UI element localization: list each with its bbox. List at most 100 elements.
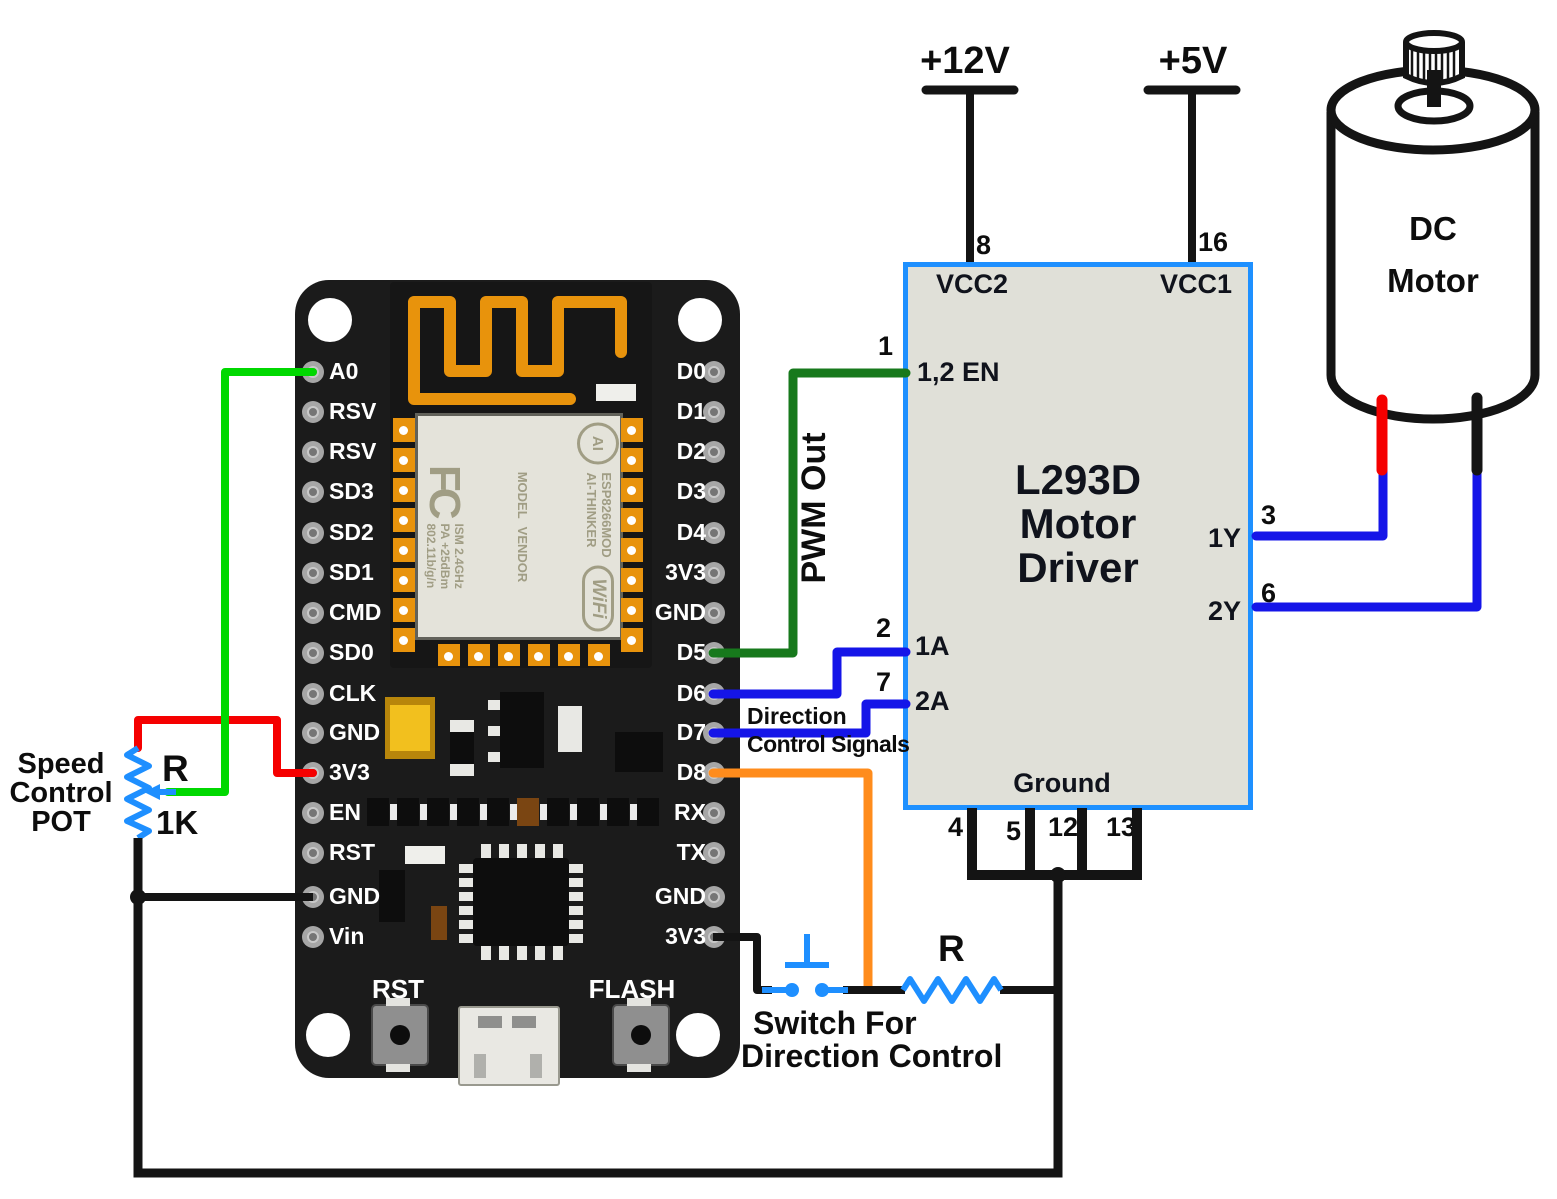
wire-a0-pot-wiper xyxy=(164,368,317,796)
smd-component xyxy=(558,706,582,752)
smd-pad xyxy=(570,804,580,820)
module-pad xyxy=(621,448,643,472)
chip-pin xyxy=(517,946,527,960)
chip-pin xyxy=(499,844,509,858)
smd-resistor xyxy=(397,798,419,826)
rst-button-cap xyxy=(390,1025,410,1045)
pin-number-6: 6 xyxy=(1261,578,1277,608)
chip-pin xyxy=(569,934,583,943)
pin-hole-left-a0 xyxy=(302,361,324,383)
chip-pin xyxy=(535,844,545,858)
switch-contact xyxy=(815,983,829,997)
module-pad xyxy=(498,644,520,666)
esp8266-shield: AI ESP8266MOD AI-THINKER WiFi MODEL VEND… xyxy=(415,413,623,640)
chip-pin xyxy=(569,892,583,901)
driver-title-line1: L293D xyxy=(1014,456,1142,503)
capacitor-brown xyxy=(431,906,447,940)
smd-pad xyxy=(450,804,460,820)
module-ism-text: ISM 2.4GHz xyxy=(451,522,466,589)
module-pad xyxy=(528,644,550,666)
mount-hole xyxy=(306,1013,350,1057)
pin-number-1: 1 xyxy=(878,331,894,361)
pin-number-2: 2 xyxy=(876,613,892,643)
flash-button-cap xyxy=(631,1025,651,1045)
driver-title-line3: Driver xyxy=(1017,544,1139,592)
chip-pin xyxy=(569,906,583,915)
smd-pad xyxy=(540,804,550,820)
motor-label-dc: DC xyxy=(1409,210,1457,247)
pin-hole-right-gnd xyxy=(703,602,725,624)
module-pad xyxy=(588,644,610,666)
pin-hole-right-3v3 xyxy=(703,562,725,584)
pin-number-13: 13 xyxy=(1106,812,1137,842)
chip-pin xyxy=(535,946,545,960)
pin-label-left-7: SD0 xyxy=(329,639,374,665)
smd-resistor xyxy=(457,798,479,826)
mount-hole xyxy=(678,298,722,342)
smd-pad xyxy=(510,804,520,820)
module-pad xyxy=(621,418,643,442)
pin-hole-right-gnd xyxy=(703,886,725,908)
chip-pin xyxy=(553,844,563,858)
smd-capacitor xyxy=(450,720,474,776)
pin-label-right-7: D5 xyxy=(676,639,706,665)
pin-hole-left-3v3 xyxy=(302,762,324,784)
pin-label-right-1: D1 xyxy=(676,398,706,424)
chip-pin xyxy=(481,844,491,858)
direction-switch xyxy=(762,934,848,997)
pin-hole-left-rsv xyxy=(302,441,324,463)
pin-label-left-8: CLK xyxy=(329,680,377,706)
smd-component xyxy=(379,870,405,922)
module-std-text: 802.11b/g/n xyxy=(424,522,439,588)
pin-hole-right-d4 xyxy=(703,522,725,544)
driver-pin-vcc1: VCC1 xyxy=(1159,269,1232,299)
potentiometer-element xyxy=(124,745,152,841)
pin-label-left-13: GND xyxy=(329,883,381,909)
pin-hole-right-d2 xyxy=(703,441,725,463)
module-pad xyxy=(393,448,415,472)
pin-hole-right-d1 xyxy=(703,401,725,423)
junction-dot xyxy=(130,889,146,905)
module-pad xyxy=(621,598,643,622)
chip-pin xyxy=(569,878,583,887)
esp-chip xyxy=(473,858,569,946)
chip-pin xyxy=(459,892,473,901)
ic-leg xyxy=(488,752,500,762)
smd-component xyxy=(596,384,636,401)
pin-label-left-6: CMD xyxy=(329,599,382,625)
smd-component xyxy=(405,846,445,864)
pin-hole-right-d6 xyxy=(703,683,725,705)
pin-label-left-1: RSV xyxy=(329,398,377,424)
supply-5v-label: +5V xyxy=(1158,40,1228,82)
pin-hole-left-en xyxy=(302,802,324,824)
smd-resistor xyxy=(427,798,449,826)
smd-pad xyxy=(420,804,430,820)
module-vendor-text: VENDOR xyxy=(515,526,531,582)
pin-label-left-5: SD1 xyxy=(329,559,374,585)
pin-hole-left-gnd xyxy=(302,722,324,744)
ai-logo: AI xyxy=(577,421,619,464)
pin-hole-left-sd2 xyxy=(302,522,324,544)
chip-pin xyxy=(481,946,491,960)
module-maker-text: AI-THINKER xyxy=(584,471,599,547)
pin-hole-left-sd0 xyxy=(302,642,324,664)
pin-label-right-13: GND xyxy=(654,883,706,909)
module-pad xyxy=(438,644,460,666)
pot-caption-line2: Control xyxy=(9,777,113,809)
chip-pin xyxy=(499,946,509,960)
pin-hole-right-3v3 xyxy=(703,926,725,948)
ic-leg xyxy=(488,700,500,710)
potentiometer-wiper-arrow xyxy=(144,784,160,800)
resistor-brown xyxy=(517,798,539,826)
driver-pin-2y: 2Y xyxy=(1207,596,1241,626)
junction-dot xyxy=(1050,867,1066,883)
pwm-out-label: PWM Out xyxy=(795,432,833,584)
wifi-logo: WiFi xyxy=(582,565,614,632)
mount-hole xyxy=(676,1013,720,1057)
power-12v-symbol xyxy=(921,85,1019,262)
ic-leg xyxy=(488,726,500,736)
pin-label-left-11: EN xyxy=(329,799,361,825)
capacitor-yellow xyxy=(385,697,435,759)
chip-pin xyxy=(459,864,473,873)
pot-caption: Speed Control POT xyxy=(2,750,120,837)
